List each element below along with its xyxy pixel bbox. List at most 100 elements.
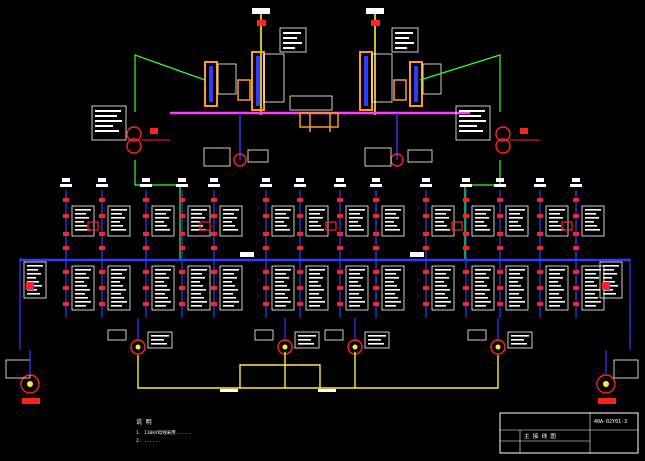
feeder-bay: [494, 178, 529, 318]
circuit-breaker-icon: [463, 246, 469, 250]
bay-label-box: [471, 205, 495, 237]
bay-label-box: [305, 265, 329, 311]
bay-label-box: [505, 205, 529, 237]
lightning-arrester-icon: [87, 221, 99, 231]
bay-terminal: [262, 178, 270, 182]
aux-generator-right: [596, 350, 639, 404]
circuit-breaker-icon: [297, 302, 303, 306]
circuit-breaker-icon: [573, 270, 579, 274]
bay-terminal: [496, 178, 504, 182]
circuit-breaker-icon: [63, 302, 69, 306]
circuit-breaker-icon: [537, 246, 543, 250]
feeder-bay: [176, 178, 211, 318]
top-incoming-feeders: [252, 8, 419, 115]
circuit-breaker-icon: [211, 286, 217, 290]
lightning-arrester-icon: [561, 221, 573, 231]
notes-block: 说 明 1. 110kV母线采用...... 2. ......: [136, 418, 192, 444]
bay-label-box: [581, 205, 605, 237]
bay-terminal: [98, 178, 106, 182]
circuit-breaker-icon: [537, 270, 543, 274]
circuit-breaker-icon: [573, 286, 579, 290]
incoming-terminal-right: [366, 8, 384, 14]
circuit-breaker-icon: [211, 232, 217, 236]
feeder-label-box: [391, 27, 419, 53]
circuit-breaker-icon: [337, 198, 343, 202]
circuit-breaker-icon: [297, 232, 303, 236]
circuit-breaker-icon: [463, 232, 469, 236]
generator-label-box: [147, 331, 173, 349]
bay-label-box: [71, 205, 95, 237]
generator-units: [107, 318, 533, 355]
bay-label-box: [187, 265, 211, 311]
circuit-breaker-icon: [497, 214, 503, 218]
generator-label-box: [294, 331, 320, 349]
cabinet-group-left: [204, 51, 285, 111]
circuit-breaker-icon: [573, 246, 579, 250]
bay-terminal: [422, 178, 430, 182]
bay-label-box: [107, 265, 131, 311]
bay-terminal: [372, 178, 380, 182]
bay-label-box: [219, 205, 243, 237]
circuit-breaker-icon: [463, 214, 469, 218]
bay-label-box: [545, 205, 569, 237]
circuit-breaker-icon: [143, 198, 149, 202]
circuit-breaker-icon: [179, 246, 185, 250]
feeder-bay: [87, 178, 131, 318]
circuit-breaker-icon: [99, 286, 105, 290]
circuit-breaker-icon: [537, 302, 543, 306]
feeder-bay: [140, 178, 175, 318]
incoming-terminal-left: [252, 8, 270, 14]
circuit-breaker-icon: [373, 246, 379, 250]
circuit-breaker-icon: [211, 246, 217, 250]
circuit-breaker-icon: [337, 270, 343, 274]
circuit-breaker-icon: [373, 302, 379, 306]
circuit-breaker-icon: [63, 198, 69, 202]
circuit-breaker-icon: [99, 246, 105, 250]
circuit-breaker-icon: [337, 302, 343, 306]
circuit-breaker-icon: [179, 286, 185, 290]
notes-heading: 说 明: [136, 418, 152, 426]
circuit-breaker-icon: [263, 302, 269, 306]
feeder-bay: [294, 178, 329, 318]
lv-busbars: [19, 258, 631, 350]
circuit-breaker-icon: [337, 214, 343, 218]
circuit-breaker-icon: [143, 214, 149, 218]
circuit-breaker-icon: [463, 198, 469, 202]
circuit-breaker-icon: [63, 214, 69, 218]
circuit-breaker-icon: [263, 214, 269, 218]
circuit-breaker-icon: [143, 246, 149, 250]
circuit-breaker-icon: [143, 270, 149, 274]
circuit-breaker-icon: [179, 232, 185, 236]
feeder-bay: [325, 178, 369, 318]
generator-unit: [324, 318, 390, 355]
circuit-breaker-icon: [373, 198, 379, 202]
circuit-breaker-icon: [573, 198, 579, 202]
circuit-breaker-icon: [337, 286, 343, 290]
feeder-bay: [420, 178, 455, 318]
bay-label-box: [545, 265, 569, 311]
circuit-breaker-icon: [373, 286, 379, 290]
title-block: 主 接 线 图 40A-02Y01-3: [499, 412, 639, 454]
bay-terminal: [462, 178, 470, 182]
circuit-breaker-icon: [337, 232, 343, 236]
circuit-breaker-icon: [263, 246, 269, 250]
circuit-breaker-icon: [537, 286, 543, 290]
circuit-breaker-icon: [297, 246, 303, 250]
drawing-number: 40A-02Y01-3: [594, 419, 627, 425]
circuit-breaker-icon: [99, 302, 105, 306]
circuit-breaker-icon: [99, 232, 105, 236]
bay-label-box: [271, 205, 295, 237]
bay-label-box: [71, 265, 95, 311]
circuit-breaker-icon: [263, 286, 269, 290]
generator-unit: [467, 318, 533, 355]
drawing-title: 主 接 线 图: [524, 432, 556, 440]
bay-label-box: [107, 205, 131, 237]
circuit-breaker-icon: [537, 214, 543, 218]
circuit-breaker-icon: [263, 198, 269, 202]
circuit-breaker-icon: [63, 270, 69, 274]
notes-line-1: 1. 110kV母线采用......: [136, 429, 192, 436]
circuit-breaker-icon: [497, 246, 503, 250]
circuit-breaker-icon: [423, 232, 429, 236]
circuit-breaker-icon: [573, 214, 579, 218]
